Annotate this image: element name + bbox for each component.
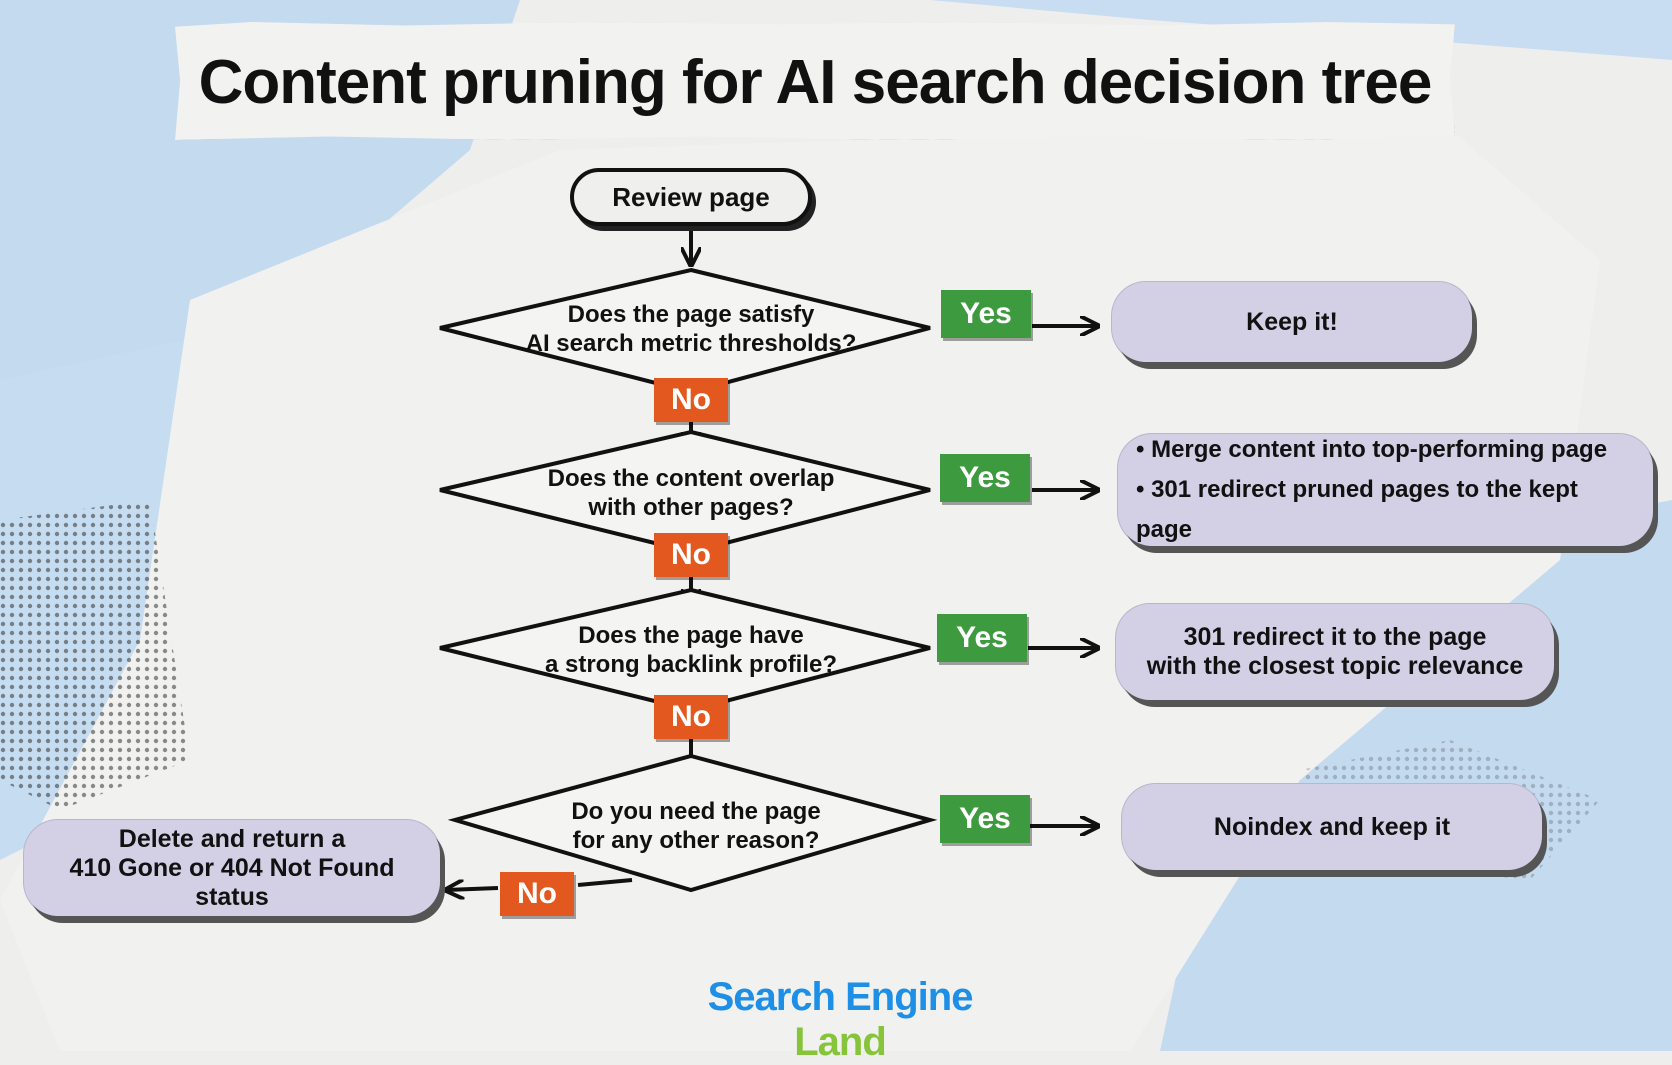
- question-1-line2: AI search metric thresholds?: [525, 330, 857, 357]
- merge-bullet-list: Merge content into top-performing page 3…: [1136, 430, 1635, 550]
- question-4-line2: for any other reason?: [572, 827, 820, 854]
- yes-badge-3: Yes: [937, 614, 1027, 662]
- page-title: Content pruning for AI search decision t…: [198, 47, 1433, 117]
- no-badge-1: No: [654, 378, 728, 422]
- outcome-delete: Delete and return a 410 Gone or 404 Not …: [24, 820, 440, 916]
- outcome-merge: Merge content into top-performing page 3…: [1118, 434, 1653, 546]
- question-1: Does the page satisfy AI search metric t…: [481, 300, 901, 358]
- question-4-line1: Do you need the page: [571, 798, 821, 825]
- no-arrow-delete: [577, 878, 633, 887]
- question-1-line1: Does the page satisfy: [567, 301, 815, 328]
- no-badge-2: No: [654, 533, 728, 577]
- outcome-keep: Keep it!: [1112, 282, 1472, 362]
- question-2-line2: with other pages?: [588, 494, 794, 521]
- yes-badge-4: Yes: [940, 795, 1030, 843]
- merge-bullet-2: 301 redirect pruned pages to the kept pa…: [1136, 470, 1635, 550]
- yes-badge-2: Yes: [940, 454, 1030, 502]
- no-badge-3: No: [654, 695, 728, 739]
- title-strip: [175, 22, 1455, 140]
- redirect-line1: 301 redirect it to the page: [1183, 623, 1487, 651]
- question-3-line2: a strong backlink profile?: [544, 651, 838, 678]
- outcome-noindex: Noindex and keep it: [1122, 784, 1542, 870]
- question-2-line1: Does the content overlap: [547, 465, 835, 492]
- question-2: Does the content overlap with other page…: [481, 464, 901, 522]
- redirect-line2: with the closest topic relevance: [1146, 652, 1524, 680]
- question-4: Do you need the page for any other reaso…: [486, 797, 906, 855]
- question-3: Does the page have a strong backlink pro…: [481, 621, 901, 679]
- no-arrow-delete-tip: [446, 888, 499, 890]
- yes-badge-1: Yes: [941, 290, 1031, 338]
- merge-bullet-1: Merge content into top-performing page: [1136, 430, 1635, 470]
- outcome-redirect: 301 redirect it to the page with the clo…: [1116, 604, 1554, 700]
- question-3-line1: Does the page have: [578, 622, 804, 649]
- logo-part1: Search Engine: [707, 975, 974, 1019]
- start-node: Review page: [570, 168, 812, 226]
- no-badge-4: No: [500, 872, 574, 916]
- search-engine-land-logo: Search Engine Land: [680, 975, 1000, 1065]
- bg-halftone-left: [0, 500, 190, 810]
- delete-line2: 410 Gone or 404 Not Found status: [69, 853, 395, 911]
- logo-part2: Land: [794, 1020, 887, 1064]
- decision-diamond-4: [447, 753, 938, 893]
- delete-line1: Delete and return a: [118, 824, 346, 853]
